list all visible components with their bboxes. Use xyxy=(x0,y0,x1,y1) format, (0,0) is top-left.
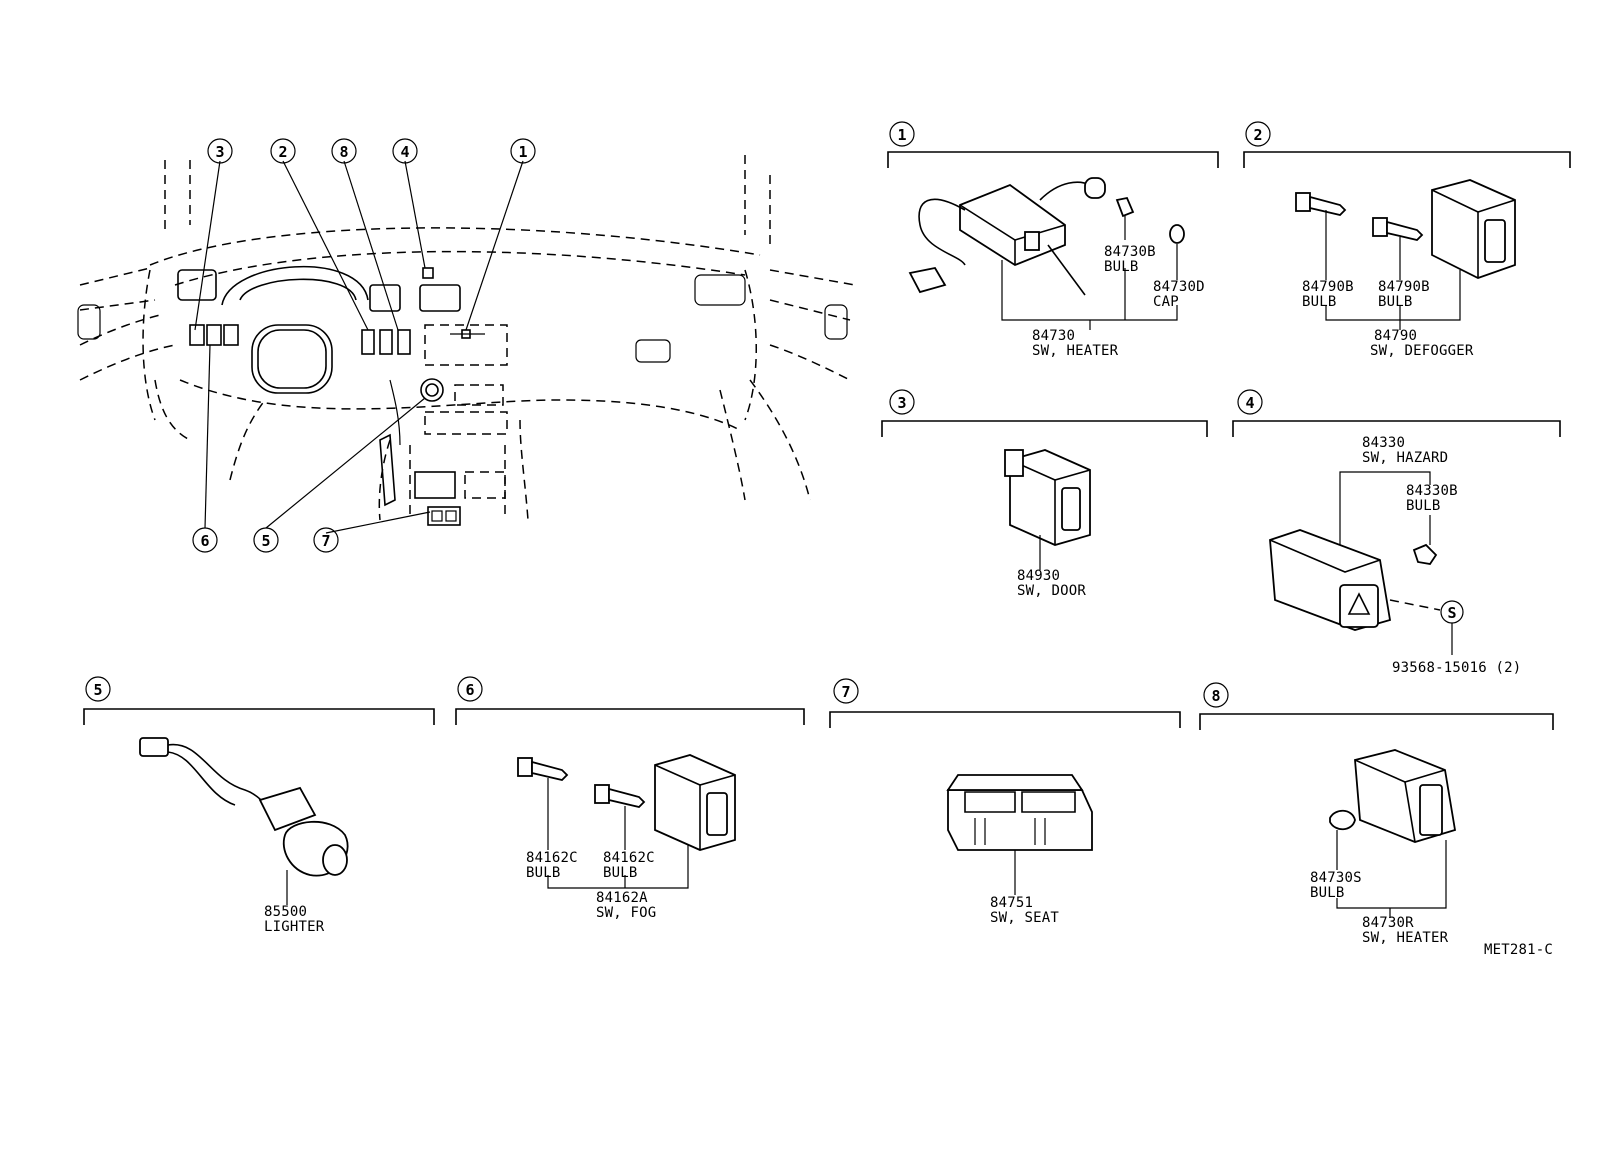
svg-text:84162C: 84162C xyxy=(603,850,655,866)
group-8-heater-switch: 8 84730S BULB 84730R SW, HEATER xyxy=(1199,682,1554,946)
callout-7: 7 xyxy=(313,527,339,553)
svg-text:SW, FOG: SW, FOG xyxy=(596,905,656,921)
svg-text:BULB: BULB xyxy=(1302,294,1337,310)
svg-text:BULB: BULB xyxy=(1378,294,1413,310)
callout-6: 6 xyxy=(192,527,218,553)
svg-text:3: 3 xyxy=(215,143,224,161)
svg-text:SW, HEATER: SW, HEATER xyxy=(1032,343,1119,359)
svg-text:84790: 84790 xyxy=(1374,328,1417,344)
group-6-fog-switch: 6 84162C BULB 84162C BULB 84162A SW, FOG xyxy=(455,676,805,921)
svg-text:84330: 84330 xyxy=(1362,435,1405,451)
svg-text:84162A: 84162A xyxy=(596,890,648,906)
svg-text:4: 4 xyxy=(400,143,409,161)
svg-text:84730R: 84730R xyxy=(1362,915,1414,931)
callout-3: 3 xyxy=(207,138,233,164)
svg-text:5: 5 xyxy=(261,532,270,550)
svg-text:1: 1 xyxy=(518,143,527,161)
svg-text:8: 8 xyxy=(1211,687,1220,705)
svg-text:4: 4 xyxy=(1245,394,1254,412)
svg-text:BULB: BULB xyxy=(526,865,561,881)
group-1-heater-switch: 1 84730B BULB 84730D CAP 84730 SW, HEATE… xyxy=(887,121,1219,359)
svg-text:BULB: BULB xyxy=(1310,885,1345,901)
svg-text:7: 7 xyxy=(321,532,330,550)
svg-text:84730: 84730 xyxy=(1032,328,1075,344)
svg-text:5: 5 xyxy=(93,681,102,699)
callout-5: 5 xyxy=(253,527,279,553)
svg-text:84730S: 84730S xyxy=(1310,870,1362,886)
group-3-door-switch: 3 84930 SW, DOOR xyxy=(881,389,1208,599)
svg-text:2: 2 xyxy=(1253,126,1262,144)
svg-text:3: 3 xyxy=(897,394,906,412)
svg-text:SW, SEAT: SW, SEAT xyxy=(990,910,1059,926)
svg-text:6: 6 xyxy=(465,681,474,699)
svg-text:8: 8 xyxy=(339,143,348,161)
svg-text:7: 7 xyxy=(841,683,850,701)
svg-text:84751: 84751 xyxy=(990,895,1033,911)
svg-text:1: 1 xyxy=(897,126,906,144)
svg-text:SW, DOOR: SW, DOOR xyxy=(1017,583,1086,599)
svg-text:84790B: 84790B xyxy=(1378,279,1430,295)
svg-text:2: 2 xyxy=(278,143,287,161)
svg-text:84162C: 84162C xyxy=(526,850,578,866)
callout-1: 1 xyxy=(510,138,536,164)
svg-text:84730B: 84730B xyxy=(1104,244,1156,260)
svg-text:6: 6 xyxy=(200,532,209,550)
group-7-seat-switch: 7 84751 SW, SEAT xyxy=(829,678,1181,926)
svg-text:84730D: 84730D xyxy=(1153,279,1205,295)
svg-text:84790B: 84790B xyxy=(1302,279,1354,295)
screw-symbol: S xyxy=(1447,604,1456,622)
callout-2: 2 xyxy=(270,138,296,164)
svg-text:93568-15016 (2): 93568-15016 (2) xyxy=(1392,660,1521,676)
svg-text:84330B: 84330B xyxy=(1406,483,1458,499)
svg-text:SW, DEFOGGER: SW, DEFOGGER xyxy=(1370,343,1474,359)
diagram-code: MET281-C xyxy=(1484,942,1553,958)
group-5-lighter: 5 85500 LIGHTER xyxy=(83,676,435,935)
svg-text:SW, HAZARD: SW, HAZARD xyxy=(1362,450,1448,466)
svg-text:84930: 84930 xyxy=(1017,568,1060,584)
svg-text:LIGHTER: LIGHTER xyxy=(264,919,325,935)
svg-text:BULB: BULB xyxy=(603,865,638,881)
svg-text:CAP: CAP xyxy=(1153,294,1179,310)
callout-4: 4 xyxy=(392,138,418,164)
svg-text:BULB: BULB xyxy=(1406,498,1441,514)
svg-text:85500: 85500 xyxy=(264,904,307,920)
dashboard-overview: 3 2 8 4 1 6 5 7 xyxy=(77,138,856,553)
svg-text:SW, HEATER: SW, HEATER xyxy=(1362,930,1449,946)
group-4-hazard-switch: 4 84330 SW, HAZARD 84330B BULB S 93568-1… xyxy=(1232,389,1561,676)
group-2-defogger-switch: 2 84790B BULB 84790B BULB 84790 SW, DEFO… xyxy=(1243,121,1571,359)
svg-text:BULB: BULB xyxy=(1104,259,1139,275)
callout-8: 8 xyxy=(331,138,357,164)
